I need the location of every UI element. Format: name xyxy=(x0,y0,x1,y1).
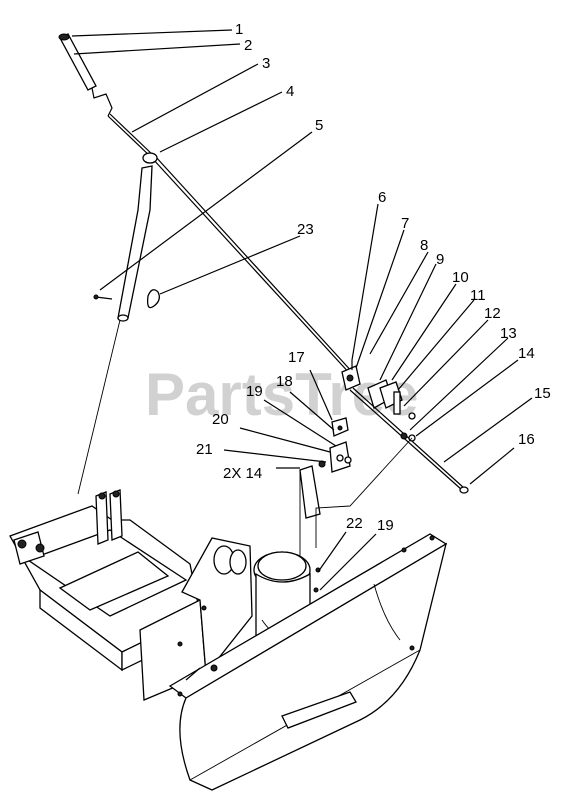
hair-clip xyxy=(146,289,160,309)
link-bracket xyxy=(299,417,352,519)
handle-tube xyxy=(93,165,153,322)
callout-19-lower: 19 xyxy=(377,517,394,534)
plow-blade xyxy=(168,533,448,791)
callout-9: 9 xyxy=(436,251,444,268)
callout-21: 21 xyxy=(196,441,213,458)
callout-12: 12 xyxy=(484,305,501,322)
callout-8: 8 xyxy=(420,237,428,254)
callout-7: 7 xyxy=(401,215,409,232)
callout-13: 13 xyxy=(500,325,517,342)
callout-22: 22 xyxy=(346,515,363,532)
callout-23: 23 xyxy=(297,221,314,238)
callout-2: 2 xyxy=(244,37,252,54)
callout-19-upper: 19 xyxy=(246,383,263,400)
callout-15: 15 xyxy=(534,385,551,402)
callout-5: 5 xyxy=(315,117,323,134)
callout-1: 1 xyxy=(235,21,243,38)
callout-3: 3 xyxy=(262,55,270,72)
callout-18: 18 xyxy=(276,373,293,390)
assembly-guide-lines xyxy=(77,319,413,556)
callout-11: 11 xyxy=(470,287,486,304)
leader-lines xyxy=(71,29,533,591)
callout-10: 10 xyxy=(452,269,469,286)
callout-2x14: 2X 14 xyxy=(223,465,262,482)
callout-labels: 1 2 3 4 5 6 7 8 9 10 11 12 13 14 15 16 1… xyxy=(196,21,551,534)
callout-20: 20 xyxy=(212,411,229,428)
callout-16: 16 xyxy=(518,431,535,448)
callout-17: 17 xyxy=(288,349,305,366)
lift-handle-assembly xyxy=(58,33,355,377)
pivot-hardware xyxy=(341,360,469,494)
plow-frame xyxy=(9,489,253,701)
callout-14: 14 xyxy=(518,345,535,362)
callout-4: 4 xyxy=(286,83,294,100)
callout-6: 6 xyxy=(378,189,386,206)
